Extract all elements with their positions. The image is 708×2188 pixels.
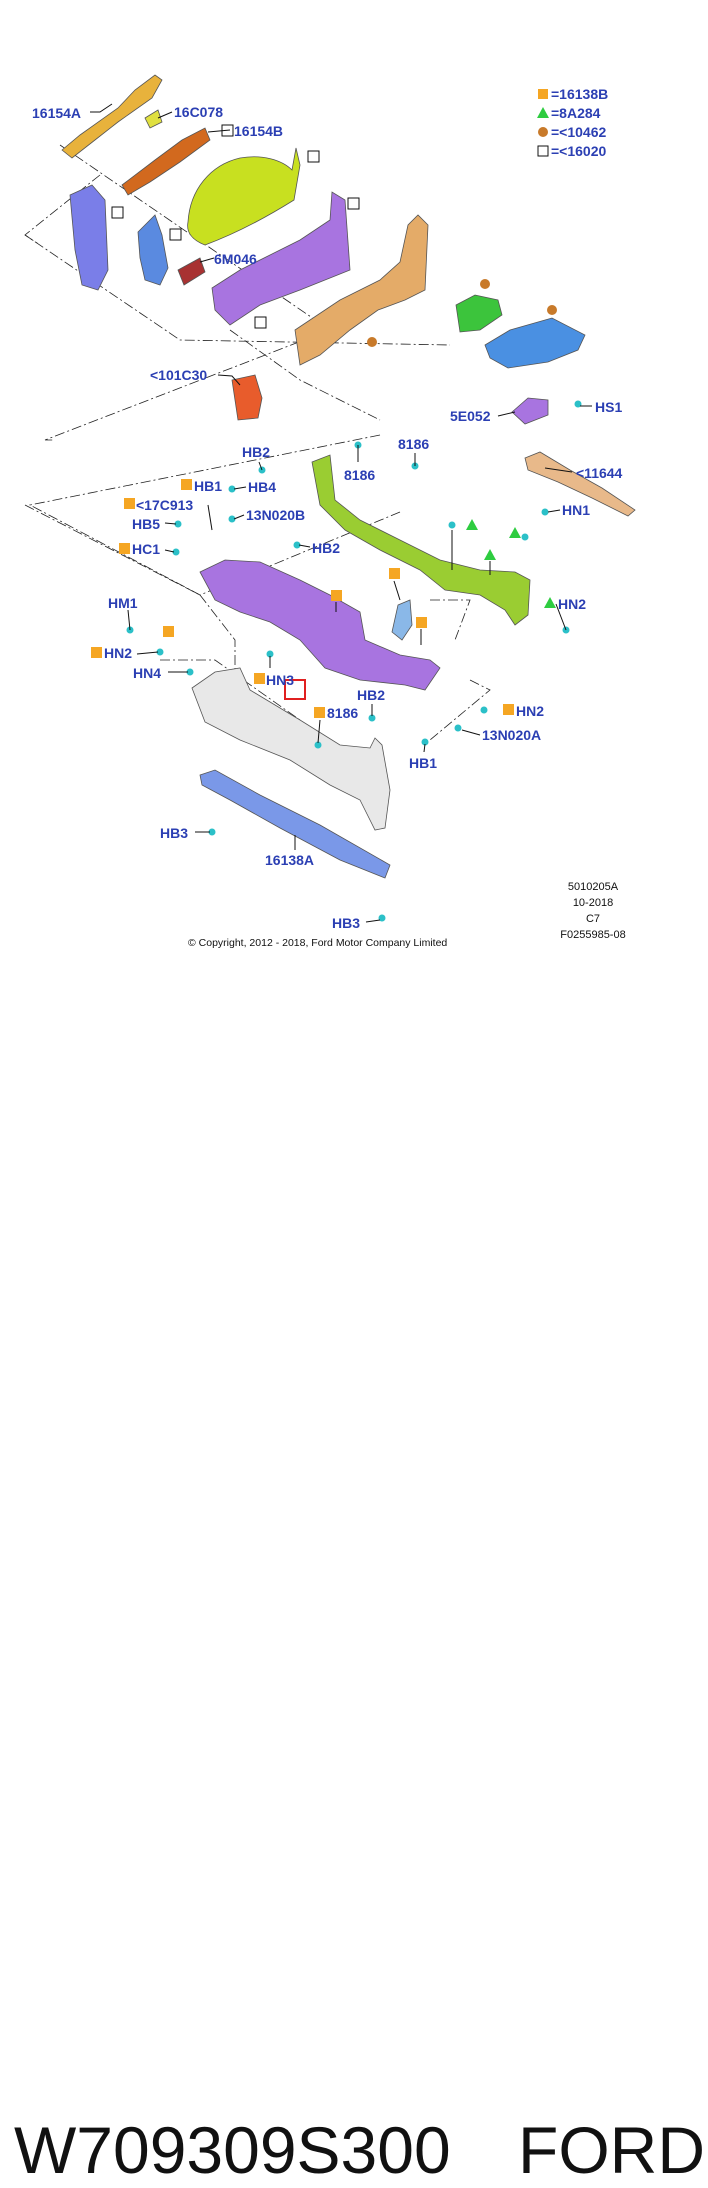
label-17C913: <17C913 xyxy=(136,497,193,513)
orange-square-markers xyxy=(91,479,514,718)
part-5E052 xyxy=(511,397,549,425)
green-triangle-markers xyxy=(466,519,556,608)
copyright-notice: © Copyright, 2012 - 2018, Ford Motor Com… xyxy=(188,937,447,949)
part-purple-radiator-support xyxy=(199,559,441,691)
drawing-date: 10-2018 xyxy=(573,897,613,909)
label-16154B: 16154B xyxy=(234,123,283,139)
caption-bar: W709309S300 FORD xyxy=(0,1050,708,2187)
label-HB1: HB1 xyxy=(409,755,437,771)
part-bumper-beam xyxy=(191,667,391,831)
legend-entry: =16138B xyxy=(551,86,608,102)
drawing-revision: C7 xyxy=(586,913,600,925)
label-6M046: 6M046 xyxy=(214,251,257,267)
label-101C30: <101C30 xyxy=(150,367,207,383)
label-8186: 8186 xyxy=(327,705,358,721)
part-purple-apron xyxy=(211,191,351,326)
legend-square-outline-icon xyxy=(537,145,549,157)
part-green-bracket xyxy=(455,294,503,333)
label-HB4: HB4 xyxy=(248,479,276,495)
label-HB1: HB1 xyxy=(194,478,222,494)
label-5E052: 5E052 xyxy=(450,408,491,424)
part-number: W709309S300 xyxy=(14,2113,451,2187)
label-8186: 8186 xyxy=(344,467,375,483)
part-16154A xyxy=(61,74,163,159)
brand-name: FORD xyxy=(518,2113,705,2187)
label-HB3: HB3 xyxy=(160,825,188,841)
label-HC1: HC1 xyxy=(132,541,160,557)
exploded-parts-diagram: =16138B =8A284 =<10462 =<16020 16154A 16… xyxy=(24,74,636,949)
part-16154B xyxy=(121,127,211,196)
legend-entry: =<16020 xyxy=(551,143,606,159)
label-HN2: HN2 xyxy=(104,645,132,661)
legend-circle-brown-icon xyxy=(538,127,548,137)
highlight-box xyxy=(284,679,306,700)
legend-square-orange-icon xyxy=(538,89,548,99)
legend-entry: =8A284 xyxy=(551,105,601,121)
part-green-crossmember xyxy=(311,454,531,626)
part-blue-pillar-left xyxy=(69,184,109,291)
label-HN4: HN4 xyxy=(133,665,161,681)
callout-labels: 16154A 16C078 16154B 6M046 <101C30 5E052… xyxy=(32,104,623,931)
drawing-metadata: 5010205A 10-2018 C7 F0255985-08 © Copyri… xyxy=(188,881,626,949)
legend: =16138B =8A284 =<10462 =<16020 xyxy=(537,86,608,159)
legend-triangle-green-icon xyxy=(537,107,549,118)
part-light-blue-bracket xyxy=(391,599,413,641)
part-11644 xyxy=(524,451,636,517)
part-blue-tray xyxy=(484,317,586,369)
label-16138A: 16138A xyxy=(265,852,314,868)
label-16154A: 16154A xyxy=(32,105,81,121)
fasteners xyxy=(126,400,582,922)
label-13N020B: 13N020B xyxy=(246,507,305,523)
label-HN2: HN2 xyxy=(516,703,544,719)
label-8186: 8186 xyxy=(398,436,429,452)
label-HN3: HN3 xyxy=(266,672,294,688)
part-101C30 xyxy=(231,374,263,421)
label-HB5: HB5 xyxy=(132,516,160,532)
label-HN2: HN2 xyxy=(558,596,586,612)
brown-circle-markers xyxy=(367,279,557,347)
figure-number: F0255985-08 xyxy=(560,929,625,941)
label-HS1: HS1 xyxy=(595,399,622,415)
part-16138A xyxy=(199,769,391,879)
parts xyxy=(61,74,636,879)
label-HB2: HB2 xyxy=(242,444,270,460)
label-HN1: HN1 xyxy=(562,502,590,518)
legend-entry: =<10462 xyxy=(551,124,606,140)
part-blue-bracket xyxy=(137,214,169,286)
part-wheelhouse-panel xyxy=(187,147,301,246)
label-11644: <11644 xyxy=(576,465,623,481)
part-16C078 xyxy=(144,109,163,129)
drawing-code: 5010205A xyxy=(568,881,619,893)
leader-lines xyxy=(90,103,592,923)
part-6M046 xyxy=(177,257,206,286)
part-tan-rail xyxy=(294,214,429,366)
label-HB2: HB2 xyxy=(312,540,340,556)
label-HB3: HB3 xyxy=(332,915,360,931)
label-HM1: HM1 xyxy=(108,595,138,611)
label-HB2: HB2 xyxy=(357,687,385,703)
label-16C078: 16C078 xyxy=(174,104,223,120)
label-13N020A: 13N020A xyxy=(482,727,541,743)
